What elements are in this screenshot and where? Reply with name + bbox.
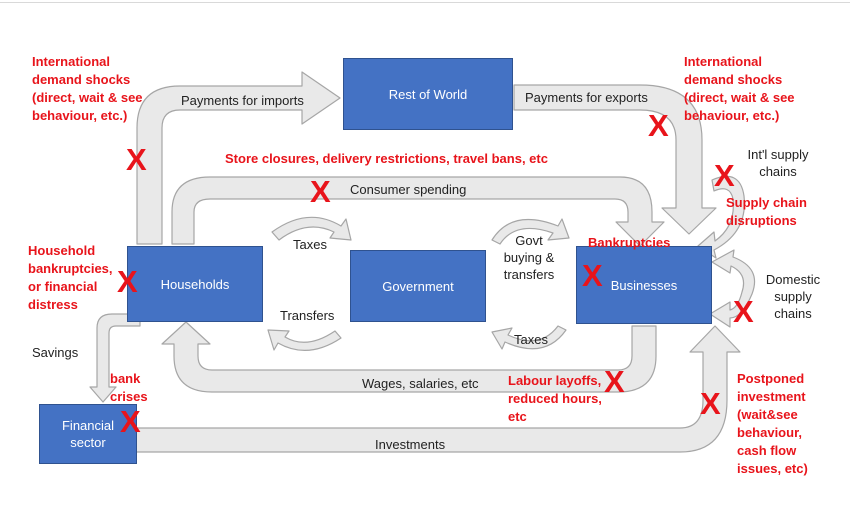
x-mark-intl-supply: X: [714, 158, 735, 193]
govt-buying-line-3: transfers: [503, 267, 555, 282]
arrow-wages: [161, 321, 657, 393]
x-mark-domestic-supply: X: [733, 294, 754, 329]
supply-chain-line-2: disruptions: [726, 213, 797, 228]
government-box: Government: [350, 250, 486, 322]
arrow-taxes-businesses: [491, 325, 567, 350]
x-mark-exports: X: [648, 108, 669, 143]
intl-demand-left-line-4: behaviour, etc.): [32, 108, 128, 123]
labour-layoffs-line-1: Labour layoffs,: [508, 373, 602, 388]
households-label: Households: [160, 276, 230, 292]
x-mark-imports: X: [126, 142, 147, 177]
taxes-businesses-label: Taxes: [514, 332, 548, 347]
postponed-investment-line-6: issues, etc): [737, 461, 808, 476]
postponed-investment-line-2: investment: [737, 389, 806, 404]
postponed-investment-line-4: behaviour,: [737, 425, 803, 440]
payments-imports-label: Payments for imports: [181, 93, 304, 108]
payments-exports-label: Payments for exports: [525, 90, 648, 105]
govt-buying-line-2: buying &: [503, 250, 555, 265]
postponed-investment-line-1: Postponed: [737, 371, 805, 386]
taxes-households-label: Taxes: [293, 237, 327, 252]
arrow-payments-imports: [136, 71, 341, 245]
x-mark-wages: X: [604, 364, 625, 399]
arrow-taxes-households: [271, 216, 352, 241]
financial-sector-box: Financial sector: [39, 404, 137, 464]
government-label: Government: [382, 278, 454, 294]
intl-demand-right-line-4: behaviour, etc.): [684, 108, 780, 123]
intl-supply-line-2: chains: [759, 164, 797, 179]
x-mark-households: X: [117, 264, 138, 299]
arrow-govt-buying: [491, 218, 570, 245]
store-closures-note: Store closures, delivery restrictions, t…: [225, 151, 548, 166]
savings-label: Savings: [32, 345, 79, 360]
bank-crises-line-2: crises: [110, 389, 148, 404]
postponed-investment-line-3: (wait&see: [737, 407, 798, 422]
intl-demand-right-line-3: (direct, wait & see: [684, 90, 795, 105]
postponed-investment-note: Postponed investment (wait&see behaviour…: [737, 370, 808, 478]
postponed-investment-line-5: cash flow: [737, 443, 797, 458]
household-bankruptcies-line-4: distress: [28, 297, 78, 312]
intl-demand-left-line-1: International: [32, 54, 111, 69]
bank-crises-note: bank crises: [110, 370, 148, 406]
intl-demand-right-line-1: International: [684, 54, 763, 69]
financial-sector-label-1: Financial: [61, 418, 115, 433]
household-bankruptcies-line-1: Household: [28, 243, 96, 258]
supply-chain-line-1: Supply chain: [726, 195, 807, 210]
transfers-label: Transfers: [280, 308, 335, 323]
bank-crises-line-1: bank: [110, 371, 141, 386]
intl-demand-left-line-2: demand shocks: [32, 72, 131, 87]
domestic-supply-label: Domestic supply chains: [756, 271, 830, 322]
arrow-payments-exports: [513, 84, 717, 235]
supply-chain-note: Supply chain disruptions: [726, 194, 807, 230]
x-mark-investments: X: [700, 386, 721, 421]
arrow-savings: [89, 313, 141, 403]
household-bankruptcies-line-3: or financial: [28, 279, 98, 294]
financial-sector-label-2: sector: [70, 435, 106, 450]
govt-buying-label: Govt buying & transfers: [498, 232, 560, 283]
businesses-label: Businesses: [610, 277, 678, 293]
households-box: Households: [127, 246, 263, 322]
intl-demand-right-line-2: demand shocks: [684, 72, 783, 87]
intl-demand-right-note: International demand shocks (direct, wai…: [684, 53, 795, 125]
rest-of-world-box: Rest of World: [343, 58, 513, 130]
arrow-transfers: [267, 329, 342, 352]
x-mark-consumer-spending: X: [310, 174, 331, 209]
intl-supply-label: Int'l supply chains: [735, 146, 821, 180]
domestic-supply-line-2: supply: [774, 289, 812, 304]
rest-of-world-label: Rest of World: [388, 86, 468, 102]
household-bankruptcies-note: Household bankruptcies, or financial dis…: [28, 242, 113, 314]
bankruptcies-note: Bankruptcies: [588, 235, 671, 250]
investments-label: Investments: [375, 437, 446, 452]
labour-layoffs-line-3: etc: [508, 409, 527, 424]
labour-layoffs-note: Labour layoffs, reduced hours, etc: [508, 372, 602, 426]
top-divider: [0, 2, 850, 3]
intl-supply-line-1: Int'l supply: [747, 147, 809, 162]
household-bankruptcies-line-2: bankruptcies,: [28, 261, 113, 276]
x-mark-businesses: X: [582, 258, 603, 293]
businesses-box: Businesses: [576, 246, 712, 324]
wages-label: Wages, salaries, etc: [362, 376, 479, 391]
govt-buying-line-1: Govt: [515, 233, 543, 248]
domestic-supply-line-3: chains: [774, 306, 812, 321]
intl-demand-left-line-3: (direct, wait & see: [32, 90, 143, 105]
consumer-spending-label: Consumer spending: [350, 182, 467, 197]
domestic-supply-line-1: Domestic: [765, 272, 821, 287]
labour-layoffs-line-2: reduced hours,: [508, 391, 602, 406]
x-mark-financial: X: [120, 404, 141, 439]
intl-demand-left-note: International demand shocks (direct, wai…: [32, 53, 143, 125]
arrow-investments: [135, 325, 741, 453]
